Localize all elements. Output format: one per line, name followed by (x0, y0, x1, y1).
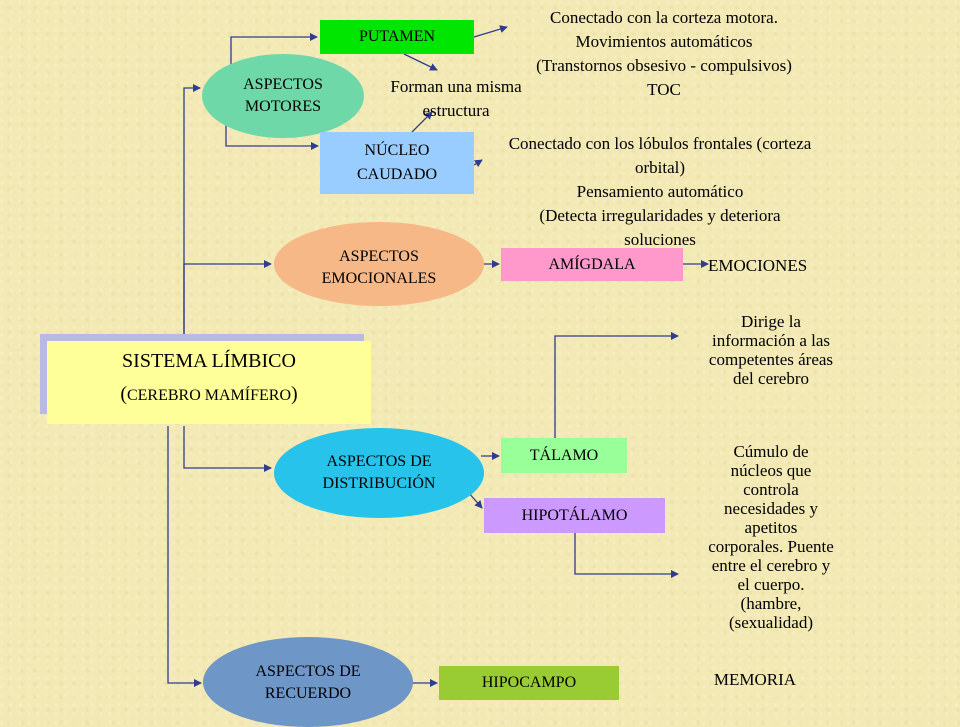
talamo-box: TÁLAMO (501, 438, 627, 473)
amigdala-box: AMÍGDALA (501, 248, 683, 281)
connector-recuerdo (167, 426, 202, 687)
main-box: SISTEMA LÍMBICO (CEREBRO MAMÍFERO) (47, 341, 371, 424)
main-subtitle: (CEREBRO MAMÍFERO) (120, 383, 298, 405)
main-subtitle-text: CEREBRO MAMÍFERO (126, 387, 292, 404)
hipocampo-note: MEMORIA (713, 670, 797, 689)
connector-nucleo-note (473, 159, 483, 168)
hipotalamo-note: Cúmulo de núcleos que controla necesidad… (708, 442, 834, 632)
misma-estructura-note: Forman una misma estructura (390, 77, 522, 120)
main-title: SISTEMA LÍMBICO (122, 350, 296, 372)
connector-putamen-estructura (403, 53, 438, 71)
connector-motores (183, 84, 201, 336)
putamen-note: Conectado con la corteza motora. Movimie… (536, 8, 792, 99)
putamen-box: PUTAMEN (320, 20, 474, 54)
talamo-note: Dirige la información a las competentes … (708, 312, 834, 388)
connector-nucleo-estructura (411, 111, 433, 133)
hipotalamo-box: HIPOTÁLAMO (484, 498, 665, 533)
connector-talamo-note (554, 332, 679, 438)
connector-putamen-note (473, 25, 508, 38)
hipocampo-box: HIPOCAMPO (439, 666, 619, 700)
connector-hipotalamo-note (574, 532, 679, 578)
nucleo-note: Conectado con los lóbulos frontales (cor… (508, 134, 812, 249)
connector-distribucion (183, 426, 272, 472)
amigdala-note: EMOCIONES (708, 256, 808, 275)
connector-emocionales (183, 260, 272, 336)
connector-putamen (230, 33, 318, 68)
